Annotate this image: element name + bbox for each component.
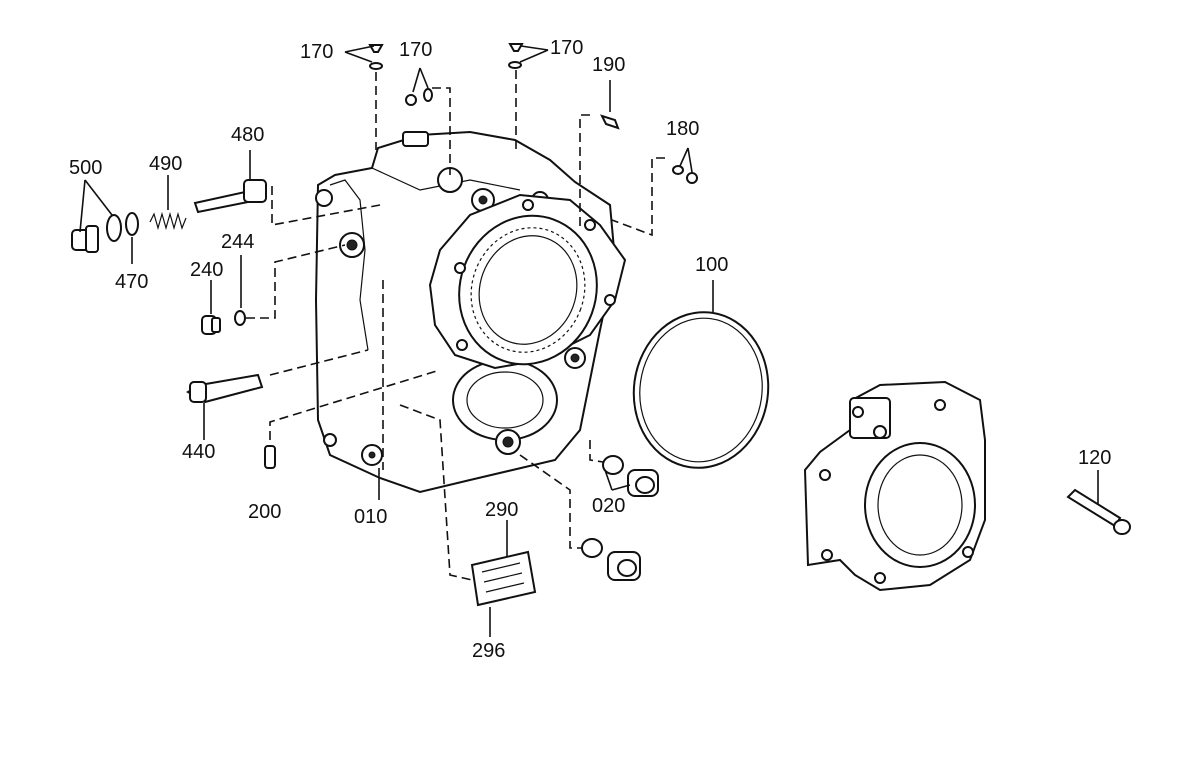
callout-190: 190 xyxy=(592,54,626,76)
callout-020: 020 xyxy=(592,495,626,517)
fitting-190 xyxy=(600,114,620,130)
valve-480 xyxy=(193,150,267,214)
o-ring-100 xyxy=(632,311,770,469)
plug-500 xyxy=(71,225,99,253)
callout-244: 244 xyxy=(221,231,255,253)
ring-gear-flange xyxy=(428,193,627,370)
callout-180: 180 xyxy=(666,118,700,140)
callout-296: 296 xyxy=(472,640,506,662)
o-ring-244 xyxy=(234,310,246,326)
callout-170-right: 170 xyxy=(550,37,584,59)
plug-240 xyxy=(201,315,221,335)
second-housing xyxy=(803,380,986,592)
callout-100: 100 xyxy=(695,254,729,276)
callout-480: 480 xyxy=(231,124,265,146)
callout-120: 120 xyxy=(1078,447,1112,469)
callout-240: 240 xyxy=(190,259,224,281)
callout-170-middle: 170 xyxy=(399,39,433,61)
callout-010: 010 xyxy=(354,506,388,528)
callout-200: 200 xyxy=(248,501,282,523)
callout-500: 500 xyxy=(69,157,103,179)
bolt-120 xyxy=(1066,470,1131,535)
spring-490 xyxy=(149,211,187,231)
valve-440 xyxy=(186,373,264,440)
plug-200 xyxy=(264,445,276,469)
fitting-180 xyxy=(672,165,684,175)
plate-290 xyxy=(470,550,537,607)
callout-470: 470 xyxy=(115,271,149,293)
seal-ring-470 xyxy=(106,214,122,242)
callout-490: 490 xyxy=(149,153,183,175)
o-ring-020 xyxy=(602,455,624,475)
callout-170-left: 170 xyxy=(300,41,334,63)
callout-440: 440 xyxy=(182,441,216,463)
callout-290: 290 xyxy=(485,499,519,521)
